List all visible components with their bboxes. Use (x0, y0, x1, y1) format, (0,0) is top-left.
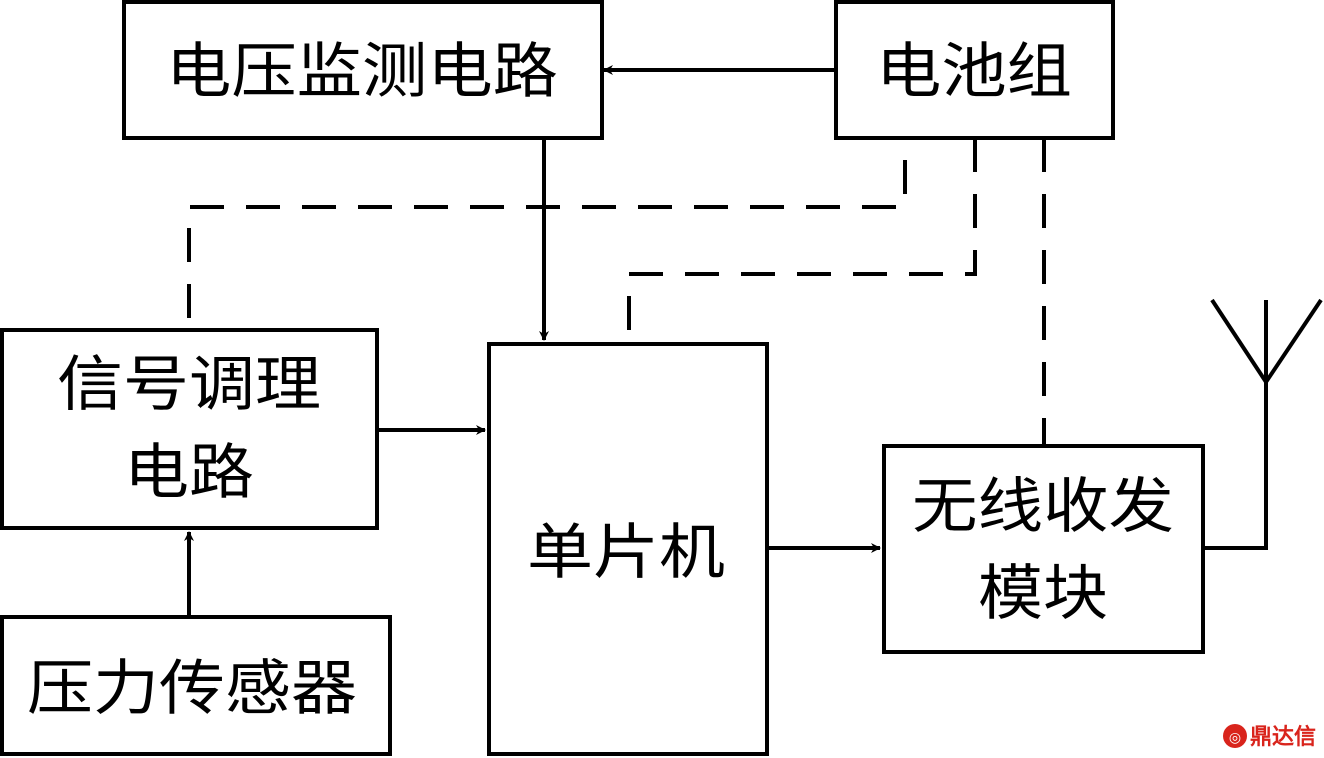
pressure-sensor-label: 压力传感器 (27, 654, 357, 724)
wireless-module-label-line2: 模块 (978, 559, 1108, 629)
battery-block (834, 0, 1115, 140)
wireless-module-block (882, 444, 1205, 654)
watermark-logo-icon (1223, 724, 1247, 748)
signal-conditioning-block (0, 328, 379, 530)
watermark-logo-glyph: ◎ (1229, 730, 1241, 746)
watermark-text: 鼎达信 (1250, 724, 1316, 750)
power-line-to-signal-conditioning (187, 160, 907, 330)
watermark: ◎ 鼎达信 (1223, 724, 1316, 750)
antenna-icon (1203, 298, 1323, 550)
mcu-block (487, 342, 769, 756)
wireless-module-label-line1: 无线收发 (912, 472, 1174, 542)
voltage-monitor-block (122, 0, 604, 140)
pressure-sensor-block (0, 615, 392, 756)
signal-conditioning-label-line2: 电路 (124, 438, 254, 508)
battery-label: 电池组 (876, 37, 1072, 107)
signal-conditioning-label-line1: 信号调理 (57, 350, 321, 420)
mcu-label: 单片机 (527, 518, 725, 588)
voltage-monitor-label: 电压监测电路 (166, 37, 558, 107)
power-line-to-mcu (627, 138, 977, 344)
